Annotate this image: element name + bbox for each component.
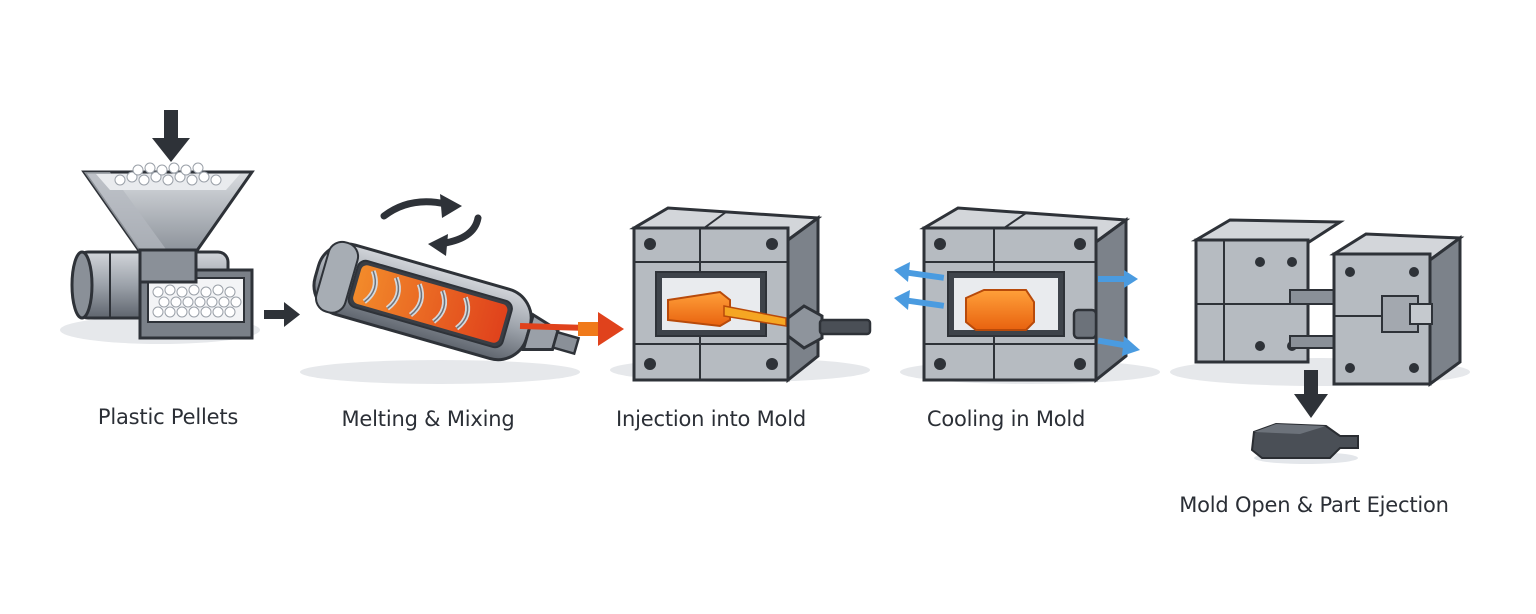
eject-down-arrow-icon — [1294, 370, 1328, 418]
step-label-injection: Injection into Mold — [616, 407, 806, 431]
heated-barrel-screw-icon — [300, 194, 624, 384]
feed-down-arrow-icon — [152, 110, 190, 162]
pellets-in-hopper — [114, 162, 222, 186]
step-label-plastic-pellets: Plastic Pellets — [97, 405, 239, 429]
rotation-arrows-icon — [380, 198, 482, 248]
ejected-part-icon — [1250, 422, 1359, 464]
injection-arrow-icon — [578, 312, 624, 346]
cooling-arrows-icon — [894, 262, 1140, 356]
step-label-ejection: Mold Open & Part Ejection — [1179, 493, 1449, 517]
mold-cooling-icon — [894, 206, 1160, 384]
flow-arrow-icon — [264, 302, 300, 327]
hopper-pellets-icon — [60, 110, 260, 344]
step-label-cooling: Cooling in Mold — [926, 407, 1086, 431]
shadow — [300, 360, 580, 384]
mold-injection-icon — [610, 206, 872, 384]
pellets-in-barrel — [152, 284, 242, 318]
step-label-melting-mixing: Melting & Mixing — [341, 407, 515, 431]
mold-open-ejection-icon — [1170, 218, 1470, 464]
